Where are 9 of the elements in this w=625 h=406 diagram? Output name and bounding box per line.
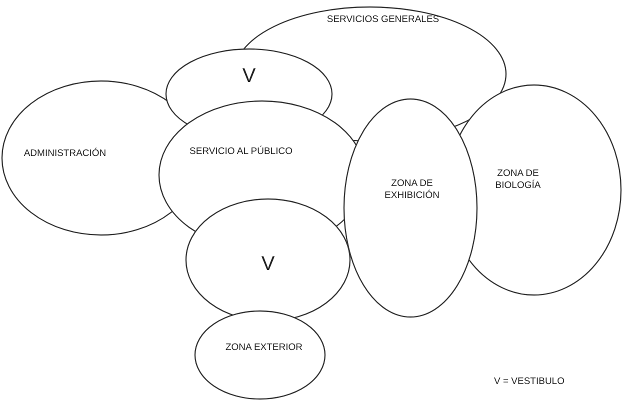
zone-label: ZONA EXTERIOR [224, 342, 304, 354]
zone-label: SERVICIO AL PÚBLICO [188, 146, 294, 158]
zone-label: ZONA DE EXHIBICIÓN [384, 178, 440, 202]
zone-label: ADMINISTRACIÓN [22, 148, 108, 160]
zone-label: V [260, 252, 276, 277]
legend-note: V = VESTIBULO [494, 375, 564, 389]
zone-label: ZONA DE BIOLOGÍA [494, 168, 542, 192]
zone-label: V [241, 64, 257, 89]
zone-label: SERVICIOS GENERALES [326, 14, 440, 26]
